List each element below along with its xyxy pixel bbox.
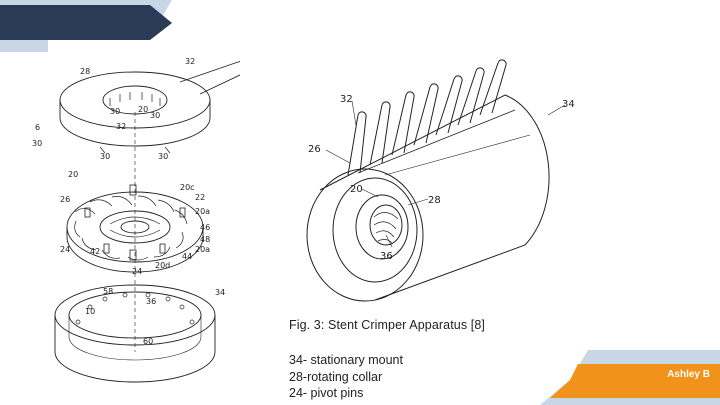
svg-text:20a: 20a — [195, 207, 210, 216]
svg-text:34: 34 — [562, 99, 575, 110]
svg-text:30: 30 — [158, 152, 168, 161]
corner-banner — [0, 0, 172, 52]
svg-text:28: 28 — [428, 195, 441, 206]
svg-text:20c: 20c — [180, 183, 195, 192]
svg-text:36: 36 — [380, 251, 393, 262]
svg-text:58: 58 — [103, 287, 113, 296]
svg-text:32: 32 — [116, 122, 126, 131]
svg-text:20: 20 — [350, 184, 363, 195]
svg-text:48: 48 — [200, 235, 210, 244]
svg-text:46: 46 — [200, 223, 210, 232]
legend-item: 28-rotating collar — [289, 369, 383, 384]
figure-legend: 34- stationary mount 28-rotating collar … — [289, 352, 403, 402]
svg-text:42: 42 — [90, 247, 100, 256]
svg-text:30: 30 — [100, 152, 110, 161]
svg-text:20d: 20d — [155, 261, 170, 270]
svg-text:26: 26 — [60, 195, 70, 204]
svg-text:24: 24 — [60, 245, 70, 254]
figure-caption: Fig. 3: Stent Crimper Apparatus [8] — [289, 318, 485, 332]
svg-text:34: 34 — [215, 288, 225, 297]
footer-banner — [540, 350, 720, 405]
svg-text:30: 30 — [110, 107, 120, 116]
svg-text:44: 44 — [182, 252, 192, 261]
svg-text:30: 30 — [32, 139, 42, 148]
legend-item: 24- pivot pins — [289, 386, 364, 400]
svg-text:30: 30 — [150, 111, 160, 120]
svg-text:20: 20 — [138, 105, 148, 114]
svg-text:20a: 20a — [195, 245, 210, 254]
legend-item: 34- stationary mount — [289, 353, 403, 367]
author-label: Ashley B — [667, 369, 710, 380]
exploded-view-drawing: 28 32 6 30 30 20 30 32 30 30 20 20c 22 2… — [32, 57, 240, 383]
assembled-view-drawing: 32 34 26 20 28 36 — [306, 59, 575, 302]
svg-text:6: 6 — [35, 123, 40, 132]
svg-text:20: 20 — [68, 170, 78, 179]
svg-text:22: 22 — [195, 193, 205, 202]
svg-text:36: 36 — [146, 297, 156, 306]
svg-text:10: 10 — [85, 307, 95, 316]
svg-text:32: 32 — [340, 94, 353, 105]
svg-text:60: 60 — [143, 337, 153, 346]
svg-text:24: 24 — [132, 267, 142, 276]
svg-text:26: 26 — [308, 144, 321, 155]
svg-text:28: 28 — [80, 67, 90, 76]
svg-text:32: 32 — [185, 57, 195, 66]
